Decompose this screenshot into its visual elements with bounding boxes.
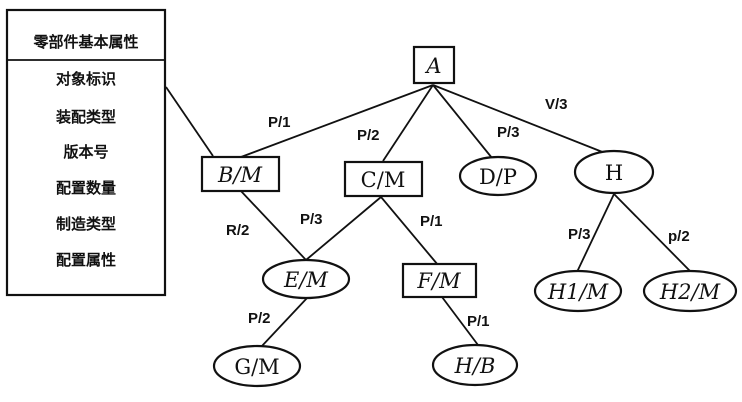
node-HB-label: H/B xyxy=(454,354,496,378)
node-BM: B/M xyxy=(200,155,281,193)
edge-BM-EM xyxy=(239,189,307,261)
node-DP: D/P xyxy=(458,155,538,197)
edge-label-FM-HB: P/1 xyxy=(467,313,490,330)
edge-A-BM xyxy=(240,84,434,158)
node-A: A xyxy=(412,45,456,85)
node-H2M: H2/M xyxy=(642,269,738,313)
node-H: H xyxy=(573,149,655,195)
node-FM-box xyxy=(401,262,478,299)
node-H2M-label: H2/M xyxy=(659,280,721,304)
node-H1M: H1/M xyxy=(533,269,623,313)
node-DP-ellipse xyxy=(458,155,538,197)
attribute-item-object-id: 对象标识 xyxy=(56,70,116,88)
attribute-panel: 零部件基本属性 对象标识 装配类型 版本号 配置数量 制造类型 配置属性 xyxy=(5,8,167,297)
edge-label-EM-GM: P/2 xyxy=(248,310,271,327)
edge-label-A-CM: P/2 xyxy=(357,127,380,144)
attribute-item-version: 版本号 xyxy=(63,143,108,161)
node-DP-label: D/P xyxy=(479,165,517,189)
edge-A-DP xyxy=(432,84,493,159)
edge-CM-FM xyxy=(380,196,439,266)
node-GM: G/M xyxy=(212,344,302,388)
node-EM: E/M xyxy=(261,258,351,300)
node-FM: F/M xyxy=(401,262,478,299)
edge-A-H xyxy=(432,84,606,154)
node-FM-label: F/M xyxy=(416,269,461,293)
node-H1M-ellipse xyxy=(533,269,623,313)
edge-H-H1M xyxy=(576,193,615,273)
node-CM-label: C/M xyxy=(361,168,406,192)
node-HB-ellipse xyxy=(431,343,519,387)
edge-label-A-DP: P/3 xyxy=(497,124,520,141)
attribute-item-assembly-type: 装配类型 xyxy=(55,108,116,126)
node-H-label: H xyxy=(605,161,623,185)
attribute-item-config-attribute: 配置属性 xyxy=(56,251,116,269)
node-EM-ellipse xyxy=(261,258,351,300)
edge-label-A-H: V/3 xyxy=(545,96,568,113)
node-A-label: A xyxy=(424,54,441,78)
node-BM-label: B/M xyxy=(217,163,263,187)
node-CM: C/M xyxy=(343,160,424,198)
edge-label-A-BM: P/1 xyxy=(268,114,291,131)
panel-to-BM-connector xyxy=(165,86,214,157)
attribute-panel-frame xyxy=(5,8,167,297)
edge-label-BM-EM: R/2 xyxy=(226,222,249,239)
edge-H-H2M xyxy=(613,193,691,272)
edge-label-CM-FM: P/1 xyxy=(420,213,443,230)
node-A-box xyxy=(412,45,456,85)
edge-CM-EM xyxy=(305,196,382,261)
node-GM-ellipse xyxy=(212,344,302,388)
node-BM-box xyxy=(200,155,281,193)
node-GM-label: G/M xyxy=(234,355,279,379)
node-H2M-ellipse xyxy=(642,269,738,313)
edge-label-CM-EM: P/3 xyxy=(300,211,323,228)
edge-label-H-H1M: P/3 xyxy=(568,226,591,243)
attribute-panel-title: 零部件基本属性 xyxy=(32,33,138,51)
tree-nodes: A B/M C/M D/P H E/M F/M H1/M xyxy=(200,45,738,388)
node-HB: H/B xyxy=(431,343,519,387)
tree-edges xyxy=(165,84,691,348)
node-H-ellipse xyxy=(573,149,655,195)
edge-labels: P/1 P/2 P/3 V/3 R/2 P/3 P/1 P/3 p/2 P/2 … xyxy=(226,96,690,330)
edge-A-CM xyxy=(382,84,434,162)
node-H1M-label: H1/M xyxy=(547,280,609,304)
node-CM-box xyxy=(343,160,424,198)
node-EM-label: E/M xyxy=(283,268,328,292)
edge-EM-GM xyxy=(260,296,309,348)
edge-label-H-H2M: p/2 xyxy=(668,228,690,245)
edge-FM-HB xyxy=(441,296,479,346)
attribute-item-config-count: 配置数量 xyxy=(56,179,116,197)
attribute-item-manufacture-type: 制造类型 xyxy=(56,215,116,233)
